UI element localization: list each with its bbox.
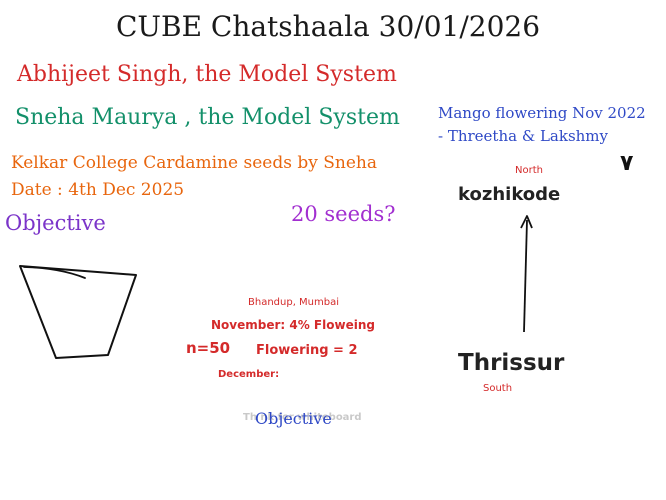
south-label: South	[483, 383, 513, 394]
objective-footer: Objective	[255, 409, 332, 428]
pot-drawing	[19, 265, 137, 359]
direction-arrow-shaft	[523, 219, 528, 333]
study-date: Date : 4th Dec 2025	[11, 180, 185, 200]
north-label: North	[515, 165, 543, 176]
study-title: Kelkar College Cardamine seeds by Sneha	[11, 153, 377, 173]
presenter-1: Abhijeet Singh, the Model System	[17, 62, 397, 87]
seeds-question: 20 seeds?	[291, 202, 396, 226]
mango-authors: - Threetha & Lakshmy	[438, 127, 608, 145]
flowering-count: Flowering = 2	[256, 343, 358, 358]
city-thrissur: Thrissur	[458, 350, 565, 376]
sample-size: n=50	[186, 339, 231, 357]
handwritten-glyph: ٧	[620, 151, 634, 176]
objective-heading: Objective	[5, 211, 106, 235]
city-kozhikode: kozhikode	[458, 184, 561, 205]
december-note: December:	[218, 369, 280, 380]
november-note: November: 4% Floweing	[211, 318, 375, 332]
direction-arrow-head	[520, 215, 533, 229]
whiteboard-watermark: Th nk for whiteboard	[243, 412, 362, 423]
pot-inner-stroke	[23, 266, 86, 279]
presenter-2: Sneha Maurya , the Model System	[15, 105, 400, 130]
mango-title: Mango flowering Nov 2022	[438, 104, 646, 122]
board-title: CUBE Chatshaala 30/01/2026	[115, 10, 541, 43]
location-label: Bhandup, Mumbai	[248, 297, 340, 308]
